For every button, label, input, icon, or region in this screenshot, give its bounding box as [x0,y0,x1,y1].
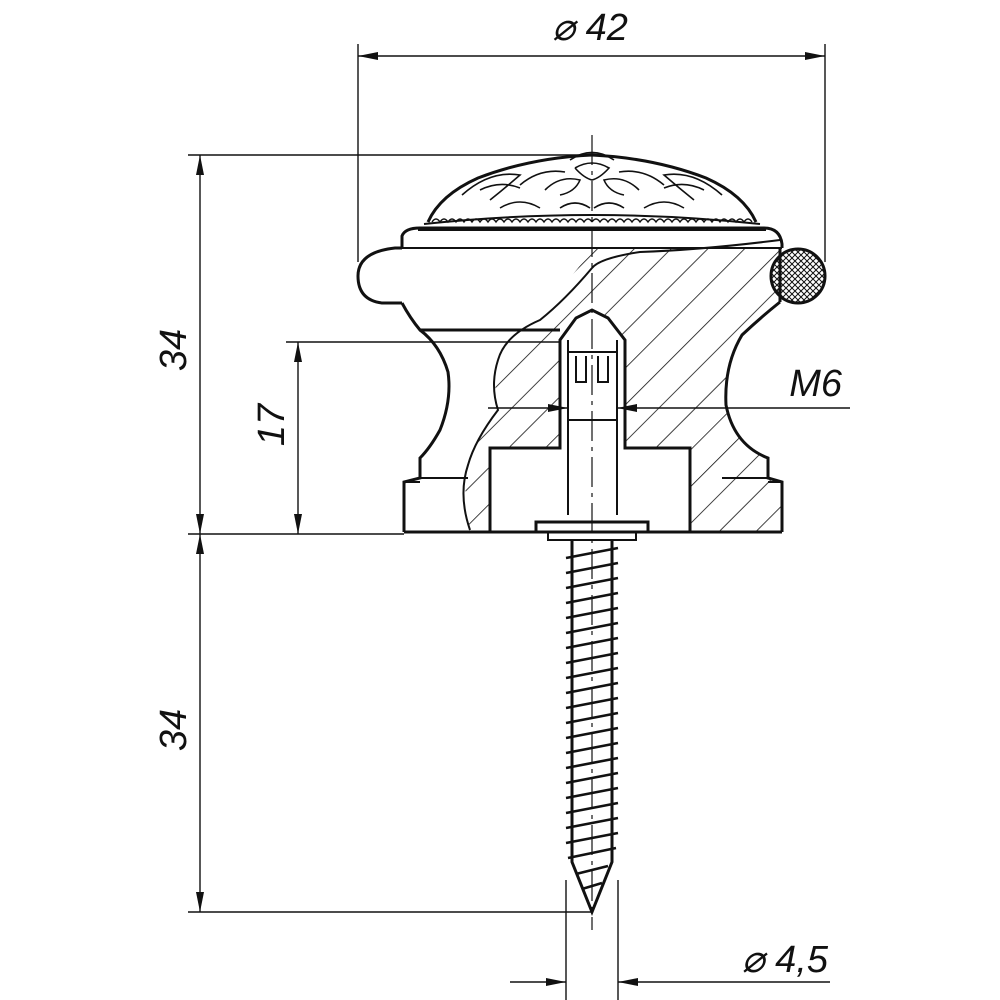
threaded-insert [567,340,618,515]
dome-beads [423,214,761,225]
dim-top-diameter: ⌀ 42 [357,7,826,262]
dim-thread: M6 [488,363,850,412]
dim-top-diameter-label: ⌀ 42 [552,7,628,49]
dim-screw-length: 34 [153,534,592,913]
dim-screw-length-label: 34 [153,709,195,751]
neck-right [724,300,784,532]
dim-screw-diameter: ⌀ 4,5 [510,880,830,1000]
dim-thread-depth-label: 17 [251,402,293,446]
dim-overall-height: 34 [153,154,592,535]
dim-screw-diameter-label: ⌀ 4,5 [742,939,829,981]
rubber-ring [769,247,827,305]
dim-thread-label: M6 [789,363,843,405]
leaf-ornament [461,151,723,209]
break-line [462,239,781,531]
rim-bulge [356,246,402,305]
screw-head [534,520,650,534]
section-hatching [592,248,782,532]
dim-overall-height-label: 34 [153,329,195,371]
bead-row [431,218,753,224]
section-hatching-left [465,252,592,530]
neck-left [402,328,451,532]
dim-thread-depth: 17 [251,341,560,534]
